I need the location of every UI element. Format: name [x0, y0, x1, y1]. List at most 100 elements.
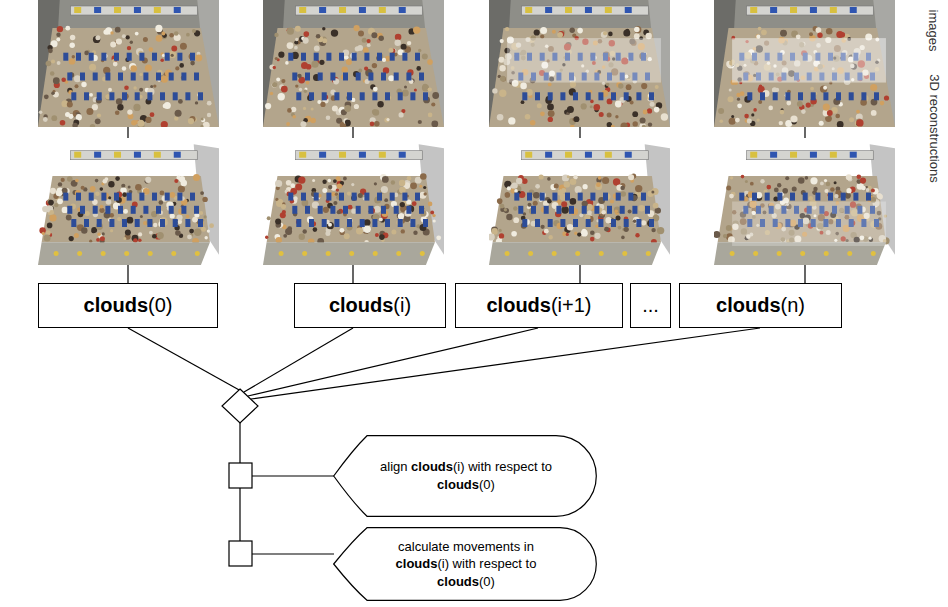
pebble: [323, 207, 329, 213]
pebble: [67, 176, 73, 182]
conveyor-tooth: [322, 219, 327, 227]
pebble: [62, 207, 68, 213]
bar-block: [174, 7, 181, 13]
bar-block: [134, 152, 141, 158]
conveyor-tooth: [573, 92, 578, 100]
pebble: [723, 234, 727, 238]
bar-block: [399, 7, 406, 13]
pebble-bed: [493, 176, 661, 242]
pebble: [499, 229, 502, 232]
pebble: [395, 34, 402, 41]
pebble: [501, 77, 506, 82]
pebble: [270, 92, 273, 95]
pebble: [402, 89, 409, 96]
link-line: [579, 265, 580, 283]
conveyor-tooth: [377, 53, 382, 61]
bar-block: [810, 152, 817, 158]
pebble: [404, 85, 407, 88]
bar-block: [750, 152, 757, 158]
pebble: [846, 174, 852, 180]
pebble: [174, 179, 178, 183]
pebble: [735, 118, 740, 123]
conveyor-tooth: [565, 193, 570, 201]
pebble: [407, 41, 411, 45]
pebble: [149, 47, 154, 52]
conveyor-tooth: [760, 92, 765, 100]
pebble: [389, 48, 394, 53]
conveyor-tooth: [109, 219, 114, 227]
conveyor-tooth: [71, 219, 76, 227]
conveyor-tooth: [372, 92, 377, 100]
conveyor-tooth: [649, 219, 654, 227]
callout-shape: [334, 528, 597, 601]
pebble: [187, 235, 192, 240]
merge-line: [248, 328, 538, 396]
pebble: [133, 104, 140, 111]
pebble: [186, 214, 190, 218]
pebble: [420, 173, 427, 180]
pebble: [598, 176, 602, 180]
conveyor-tooth: [181, 206, 186, 214]
conveyor-tooth: [866, 193, 871, 201]
pebble: [70, 43, 75, 48]
haze: [732, 38, 886, 82]
pebble: [179, 63, 184, 68]
pebble: [824, 179, 827, 182]
pebble: [50, 188, 56, 194]
conveyor-tooth: [305, 73, 310, 81]
pebble: [817, 33, 822, 38]
floor-dot: [622, 251, 627, 256]
pebble: [205, 236, 208, 239]
conveyor-tooth: [586, 92, 591, 100]
pebble: [428, 202, 433, 207]
pebble: [781, 30, 787, 36]
pebble: [278, 52, 284, 58]
pebble: [145, 117, 151, 123]
pebble: [540, 111, 545, 116]
link-line: [804, 127, 805, 138]
pebble: [570, 178, 577, 185]
pebble: [884, 95, 889, 100]
pebble: [635, 185, 642, 192]
conveyor-tooth: [611, 219, 616, 227]
pebble: [50, 71, 55, 76]
pebble: [407, 176, 412, 181]
pebble: [618, 83, 623, 88]
pebble: [720, 119, 724, 123]
pebble: [756, 118, 759, 121]
conveyor-tooth: [874, 92, 879, 100]
conveyor-tooth: [80, 73, 85, 81]
pebble: [504, 208, 507, 211]
pebble: [364, 67, 368, 71]
conveyor-tooth: [803, 193, 808, 201]
bar-block: [379, 7, 386, 13]
pebble: [624, 227, 629, 232]
conveyor-tooth: [548, 219, 553, 227]
pebble: [615, 115, 618, 118]
pebble: [726, 186, 731, 191]
pebble: [150, 112, 155, 117]
conveyor-tooth: [309, 219, 314, 227]
pebble: [634, 27, 640, 33]
pebble: [582, 229, 587, 234]
pebble: [58, 182, 62, 186]
pebble: [75, 179, 79, 183]
pebble: [332, 105, 338, 111]
pebble: [127, 46, 131, 50]
pebble: [558, 31, 564, 37]
pebble: [175, 110, 182, 117]
pebble: [275, 218, 281, 224]
pebble: [590, 237, 595, 242]
reconstruction-background: [489, 138, 670, 265]
pebble: [291, 107, 296, 112]
box-label: clouds(0): [84, 294, 173, 317]
conveyor-tooth: [368, 73, 373, 81]
pebble: [745, 180, 748, 183]
reconstruction-background: [714, 138, 895, 265]
pebble: [49, 214, 56, 221]
conveyor-tooth: [67, 73, 72, 81]
pebble: [333, 201, 337, 205]
pebble: [127, 109, 132, 114]
emphasis: clouds: [411, 459, 453, 474]
pebble: [195, 101, 198, 104]
